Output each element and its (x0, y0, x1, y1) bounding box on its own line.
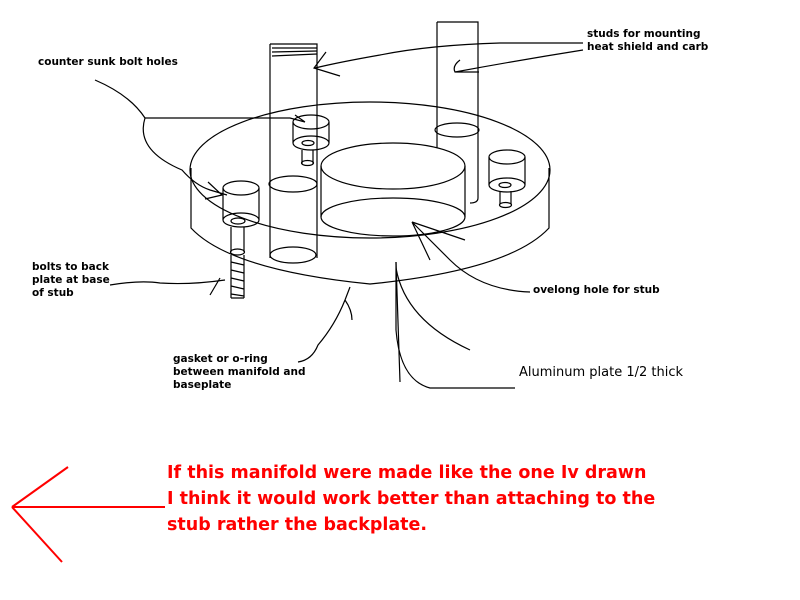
red-note: If this manifold were made like the one … (167, 460, 655, 538)
leader-aluminum (395, 262, 515, 389)
countersunk-hole-2 (222, 180, 260, 256)
label-bolts: bolts to back plate at base of stub (32, 261, 110, 300)
label-gasket: gasket or o-ring between manifold and ba… (173, 353, 305, 392)
plate-side (190, 168, 550, 285)
stud-left (268, 43, 318, 264)
leader-studs (313, 42, 583, 77)
oblong-hole (320, 142, 466, 237)
label-line: studs for mounting (587, 28, 701, 40)
note-line: If this manifold were made like the one … (167, 463, 647, 483)
countersunk-hole-3 (488, 149, 526, 209)
plate-top (189, 101, 551, 239)
label-ovelong: ovelong hole for stub (533, 284, 660, 296)
note-line: stub rather the backplate. (167, 515, 428, 535)
label-line: baseplate (173, 379, 232, 391)
label-line: of stub (32, 287, 74, 299)
bolt (230, 255, 245, 299)
countersunk-hole-1 (292, 114, 330, 167)
leader-ovelong (411, 221, 531, 293)
label-line: gasket or o-ring (173, 353, 268, 365)
label-line: bolts to back (32, 261, 109, 273)
label-line: plate at base (32, 274, 110, 286)
label-line: heat shield and carb (587, 41, 709, 53)
note-line: I think it would work better than attach… (167, 489, 656, 509)
leader-gasket (297, 286, 353, 363)
stud-right (434, 21, 480, 204)
label-line: between manifold and (173, 366, 306, 378)
label-aluminum: Aluminum plate 1/2 thick (519, 365, 684, 380)
leader-bolts (109, 277, 226, 296)
label-studs: studs for mounting heat shield and carb (587, 28, 708, 54)
red-arrow-icon (11, 466, 165, 563)
leader-countersunk (94, 79, 228, 200)
label-countersunk: counter sunk bolt holes (38, 56, 178, 68)
